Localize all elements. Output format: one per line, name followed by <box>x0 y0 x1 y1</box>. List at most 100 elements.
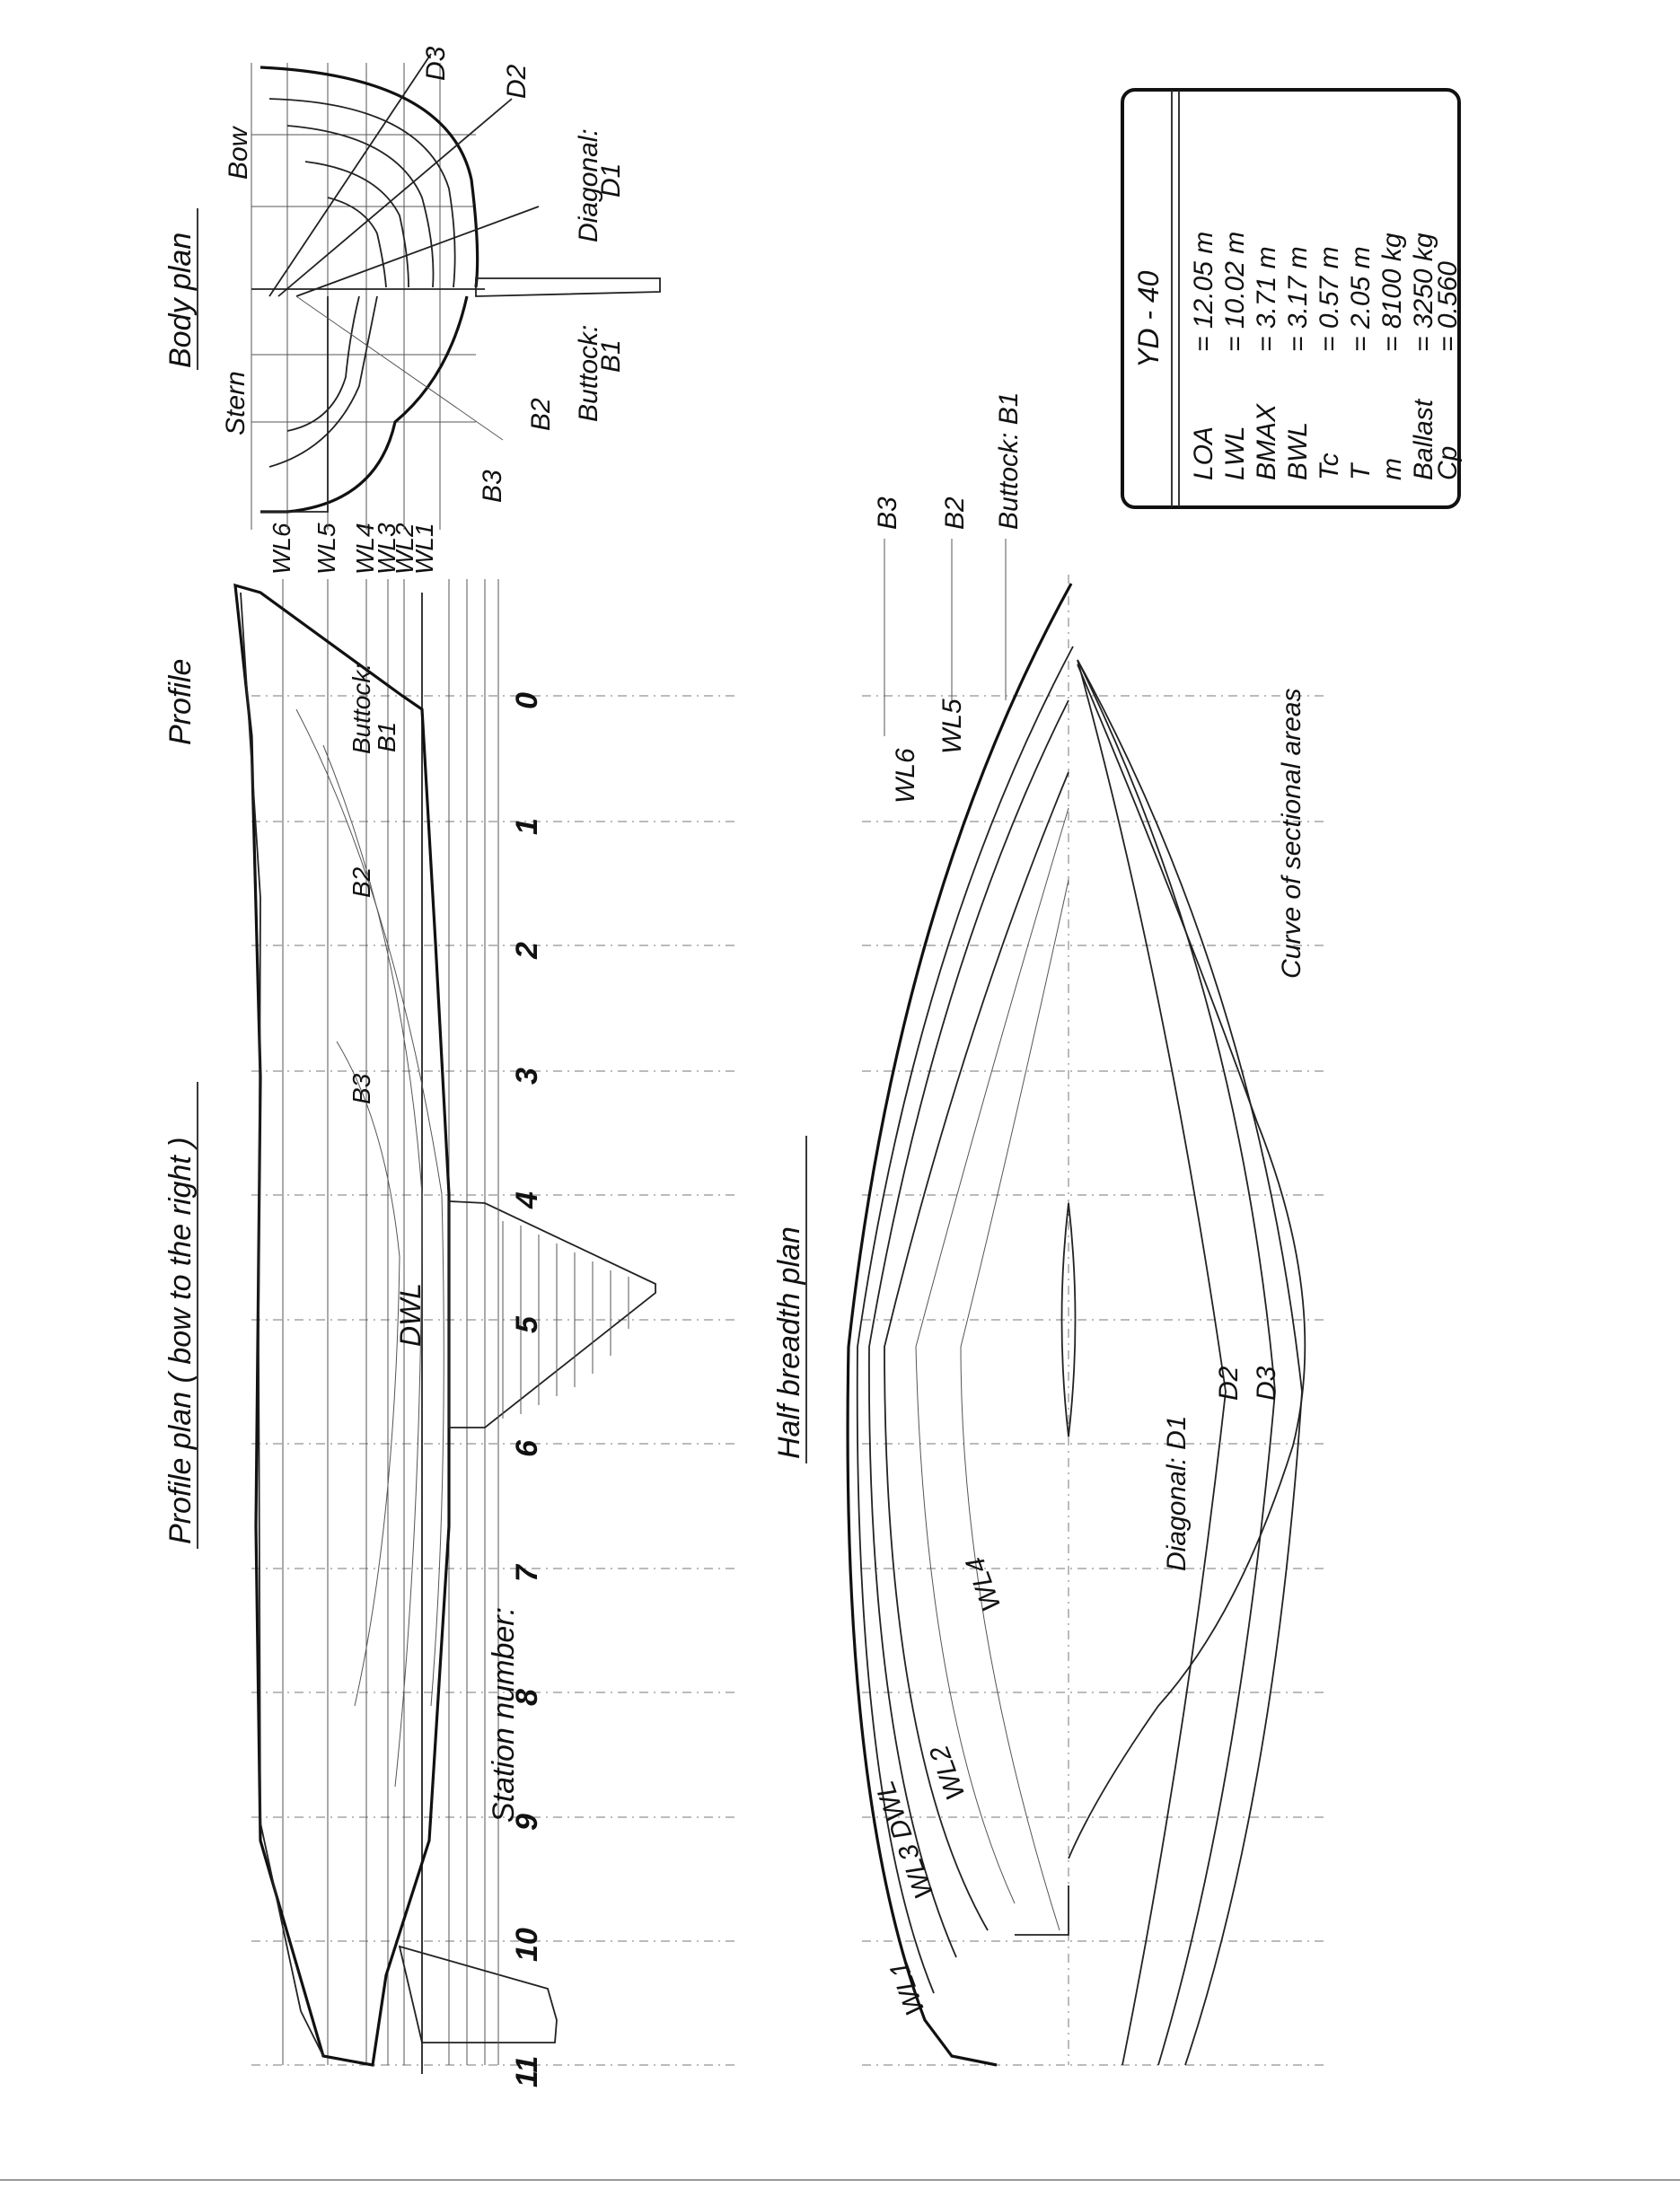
spec-symbol-m: m <box>1377 458 1407 480</box>
station-label-11: 11 <box>510 2056 544 2087</box>
dwl-label: DWL <box>394 1283 427 1347</box>
spec-value-lwl: = 10.02 m <box>1220 232 1250 352</box>
spec-symbol-ballast: Ballast <box>1409 398 1438 480</box>
profile-buttock-b3 <box>336 1041 400 1707</box>
hb-b3-label: B3 <box>873 497 902 530</box>
body-stern-section-1 <box>268 295 378 468</box>
spec-symbol-loa: LOA <box>1189 426 1218 480</box>
body-buttock-label: Buttock: <box>574 325 603 422</box>
hb-d3-label: D3 <box>1252 1366 1281 1401</box>
station-number-label: Station number: <box>487 1607 521 1823</box>
body-diagonal-label: Diagonal: <box>574 128 603 242</box>
waterline-label-wl2: WL2 <box>391 523 418 575</box>
body-bow-section-1 <box>268 98 456 288</box>
body-bow-section-2 <box>286 125 435 288</box>
body-stern-section-2 <box>286 295 360 432</box>
waterline-label-wl6: WL6 <box>268 523 295 575</box>
station-label-3: 3 <box>510 1068 544 1085</box>
spec-value-t: = 2.05 m <box>1346 246 1376 352</box>
spec-symbol-bwl: BWL <box>1283 422 1313 480</box>
hb-curve-sectional-label: Curve of sectional areas <box>1277 689 1306 980</box>
hb-wl6-label: WL6 <box>891 748 920 804</box>
waterline-label-wl3: WL3 <box>373 523 400 575</box>
station-label-7: 7 <box>510 1563 544 1582</box>
station-label-8: 8 <box>510 1689 544 1706</box>
spec-table-title: YD - 40 <box>1132 270 1165 368</box>
hb-wl1 <box>960 879 1069 1931</box>
station-label-1: 1 <box>510 818 544 835</box>
spec-symbol-lwl: LWL <box>1220 426 1250 480</box>
body-d3-label: D3 <box>421 46 451 81</box>
body-stern-transom <box>260 296 329 513</box>
hb-wl3-dwl <box>884 771 1069 1931</box>
hb-wl2 <box>915 807 1069 1904</box>
waterline-label-wl5: WL5 <box>312 523 340 575</box>
station-label-9: 9 <box>510 1814 544 1831</box>
profile-b2-label: B2 <box>347 866 375 898</box>
body-stern-outer <box>260 295 469 514</box>
body-b2-label: B2 <box>526 398 556 431</box>
keel-fin <box>448 1200 656 1428</box>
spec-value-bmax: = 3.71 m <box>1252 246 1281 352</box>
body-bow-outer <box>259 66 479 288</box>
hb-wl5-label: WL5 <box>937 699 967 754</box>
station-label-4: 4 <box>510 1191 544 1209</box>
hb-wl3-dwl-label: WL3 DWL <box>870 1777 940 1903</box>
spec-value-tc: = 0.57 m <box>1315 246 1344 352</box>
profile-b1-label: B1 <box>373 722 400 752</box>
spec-value-loa: = 12.05 m <box>1189 232 1218 352</box>
spec-symbol-cp: Cp <box>1433 446 1463 480</box>
body-bow-section-4 <box>327 197 387 288</box>
profile-buttock-b1 <box>295 708 444 1707</box>
hb-diagonal-d1-label: Diagonal: D1 <box>1162 1416 1192 1571</box>
body-diagonal-d1 <box>295 206 540 297</box>
spec-value-cp: = 0.560 <box>1433 261 1463 352</box>
hb-diagonal-d1 <box>1077 659 1227 2066</box>
hb-diagonal-d3 <box>1077 659 1303 2066</box>
profile-waterlines <box>282 579 486 2074</box>
body-b3-label: B3 <box>478 470 507 503</box>
profile-buttock-label: Buttock: <box>347 663 375 754</box>
hb-buttock-b1-label: Buttock: B1 <box>994 392 1024 530</box>
body-diagonal-d3 <box>268 53 432 297</box>
waterline-label-wl4: WL4 <box>351 523 379 575</box>
waterline-label-wl1: WL1 <box>410 523 438 575</box>
half-breadth-labels: Half breadth plan Buttock: B1 B2 B3 WL6 … <box>772 392 1306 2019</box>
station-label-6: 6 <box>510 1439 544 1457</box>
spec-table: YD - 40 LOA = 12.05 m LWL = 10.02 m BMAX… <box>1121 88 1463 509</box>
body-diagonal-d2 <box>277 98 513 297</box>
half-breadth-plan <box>846 539 1329 2067</box>
hb-transom <box>1015 1885 1069 1936</box>
keel-fin-hatching <box>484 1221 629 1419</box>
half-breadth-station-grid <box>862 695 1329 2066</box>
body-d1-label: D1 <box>596 163 626 198</box>
body-bow-label: Bow <box>224 125 253 180</box>
curve-of-sectional-areas <box>1068 663 1306 1859</box>
body-plan-labels: Body plan Bow Stern Diagonal: D1 D2 D3 B… <box>163 46 626 503</box>
spec-value-ballast: = 3250 kg <box>1409 233 1438 352</box>
spec-symbol-bmax: BMAX <box>1252 403 1281 480</box>
spec-value-m: = 8100 kg <box>1377 233 1407 352</box>
station-grid <box>251 695 736 2066</box>
body-plan <box>251 53 661 530</box>
body-plan-title: Body plan <box>163 233 198 368</box>
body-b1-label: B1 <box>596 339 626 373</box>
hb-wl2-label: WL2 <box>924 1741 971 1804</box>
hb-deck-outline <box>846 583 1073 2067</box>
station-label-0: 0 <box>510 692 544 709</box>
profile-sheer <box>240 592 324 2057</box>
body-keel <box>475 277 661 297</box>
hb-diagonal-d2 <box>1077 659 1276 2066</box>
station-label-5: 5 <box>510 1315 544 1333</box>
spec-symbol-t: T <box>1346 461 1376 480</box>
spec-table-frame <box>1121 88 1461 509</box>
hb-wl4-label: WL4 <box>960 1553 1007 1615</box>
spec-value-bwl: = 3.17 m <box>1283 246 1313 352</box>
profile-plan <box>233 579 736 2074</box>
hb-keel-section <box>1060 1202 1077 1437</box>
profile-b3-label: B3 <box>347 1073 375 1104</box>
hb-d2-label: D2 <box>1214 1366 1244 1401</box>
rudder <box>398 1945 558 2043</box>
station-label-10: 10 <box>510 1928 544 1962</box>
